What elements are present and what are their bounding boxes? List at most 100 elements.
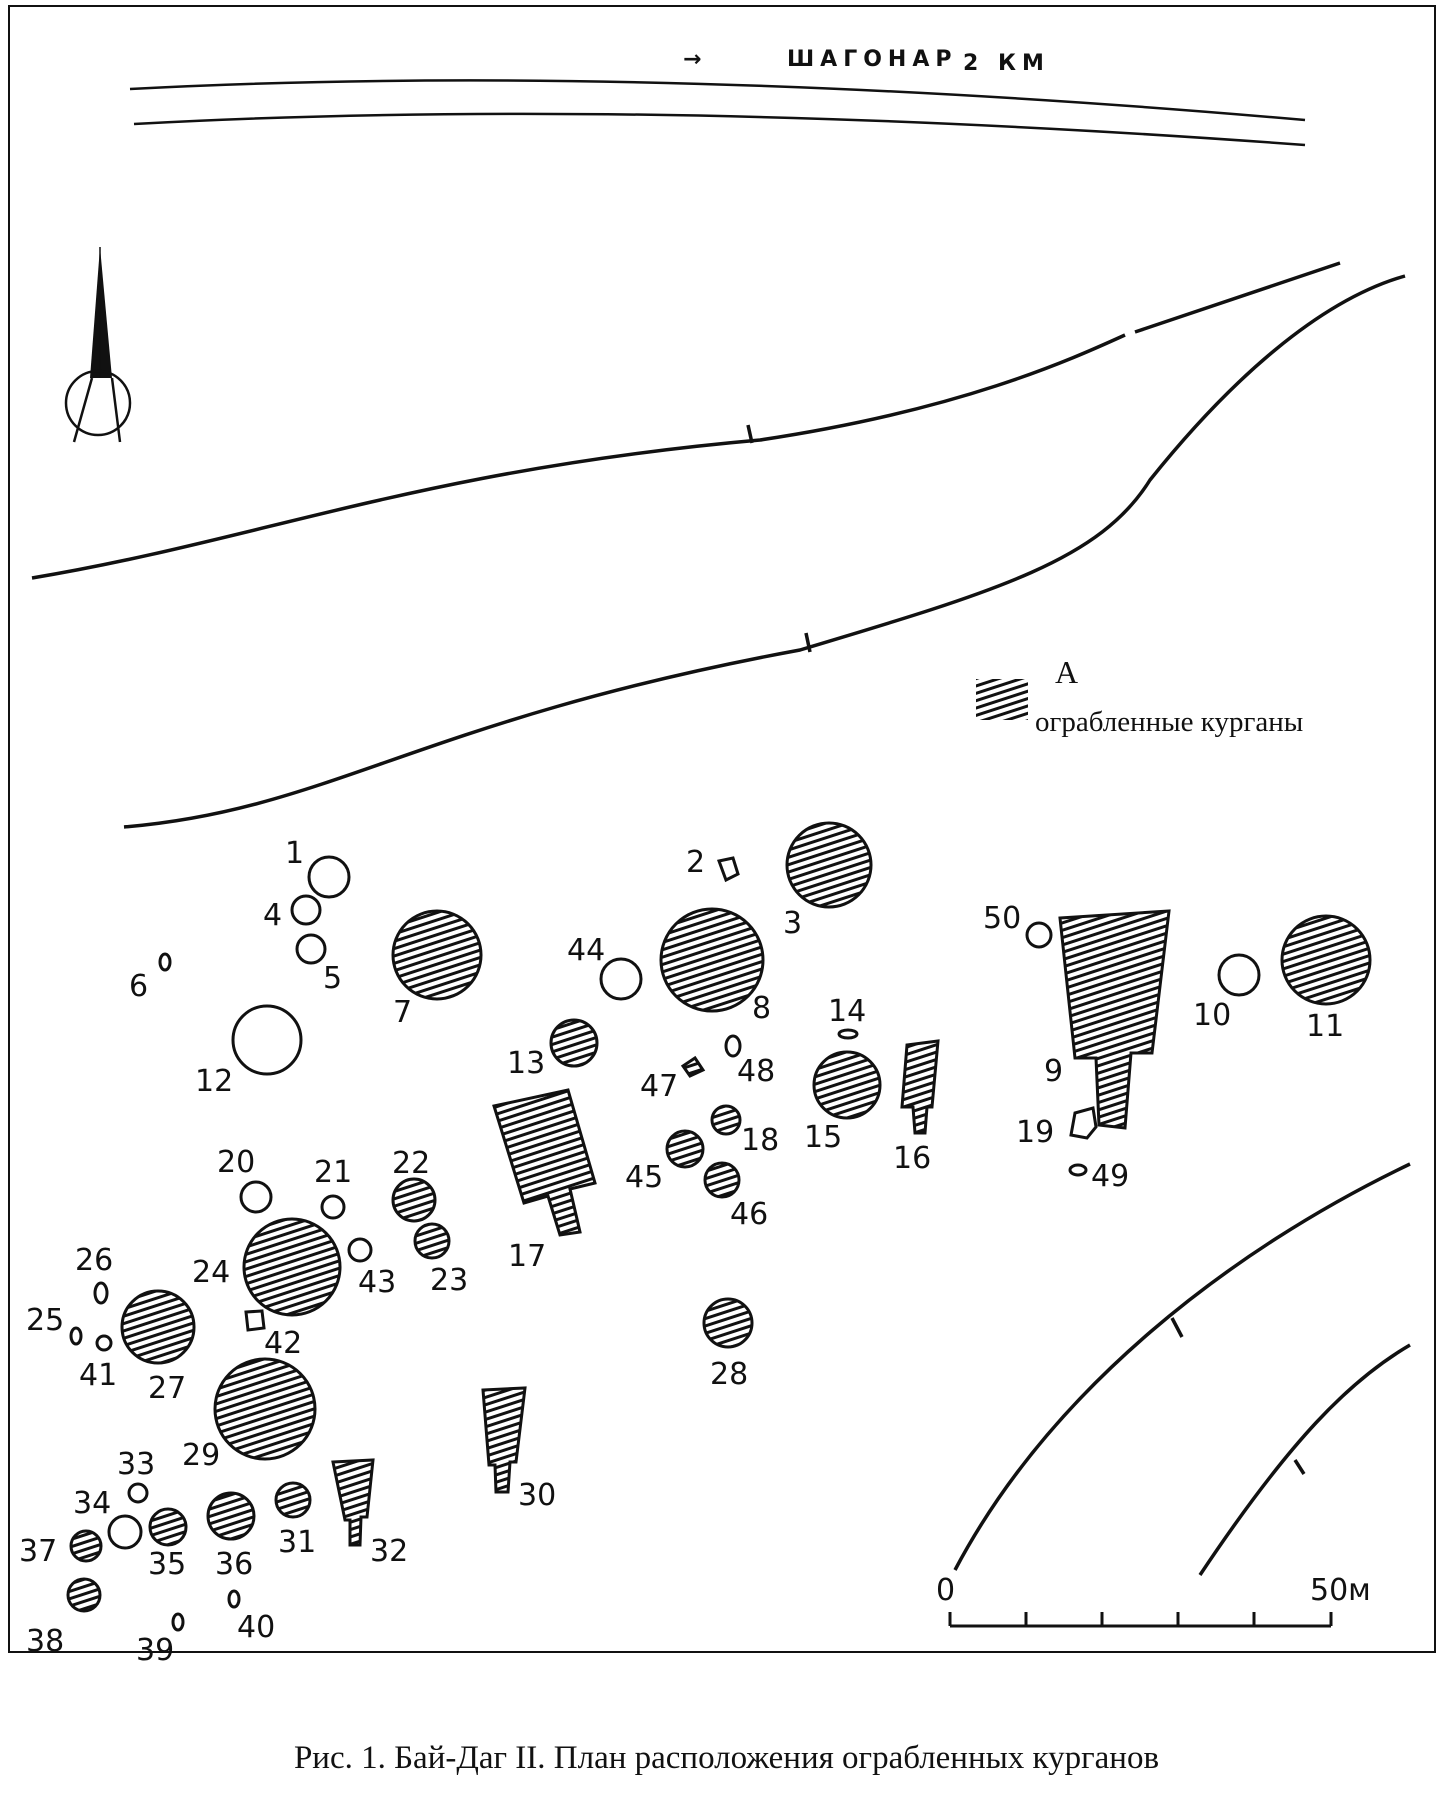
kurgan-label-23: 23 [430, 1263, 468, 1298]
kurgan-label-42: 42 [264, 1326, 302, 1361]
scale-zero-label: 0 [936, 1573, 955, 1608]
kurgan-36-robbed [206, 1491, 256, 1541]
kurgan-label-11: 11 [1306, 1009, 1344, 1044]
kurgan-9-robbed [1058, 909, 1171, 1130]
kurgan-label-10: 10 [1193, 998, 1231, 1033]
kurgan-8-robbed [659, 907, 765, 1013]
kurgan-13-robbed [549, 1018, 599, 1068]
kurgan-label-26: 26 [75, 1243, 113, 1278]
kurgan-label-30: 30 [518, 1478, 556, 1513]
kurgan-label-43: 43 [358, 1265, 396, 1300]
kurgan-22-robbed [391, 1177, 437, 1223]
kurgan-label-38: 38 [26, 1624, 64, 1659]
kurgan-label-19: 19 [1016, 1115, 1054, 1150]
kurgan-label-24: 24 [192, 1255, 230, 1290]
scale-bar [948, 1612, 1333, 1628]
kurgan-label-25: 25 [26, 1303, 64, 1338]
kurgan-2 [716, 856, 740, 883]
kurgan-15-robbed [812, 1050, 882, 1120]
kurgan-3-robbed [785, 821, 873, 909]
kurgan-17-robbed [492, 1088, 597, 1237]
kurgan-label-4: 4 [263, 898, 282, 933]
kurgan-label-41: 41 [79, 1358, 117, 1393]
kurgan-label-18: 18 [741, 1123, 779, 1158]
kurgan-6 [158, 952, 172, 972]
kurgan-label-50: 50 [983, 901, 1021, 936]
kurgan-18-robbed [710, 1104, 742, 1136]
kurgan-11-robbed [1280, 914, 1372, 1006]
north-arrow-icon [64, 247, 132, 443]
kurgan-50 [1025, 921, 1053, 949]
legend: А ограбленные курганы [976, 654, 1303, 738]
scale-end-label: 50м [1310, 1573, 1371, 1608]
kurgan-label-15: 15 [804, 1120, 842, 1155]
kurgan-20 [239, 1180, 273, 1214]
kurgan-38-robbed [66, 1577, 102, 1613]
kurgan-label-21: 21 [314, 1155, 352, 1190]
kurgan-19 [1069, 1106, 1098, 1140]
figure-caption: Рис. 1. Бай-Даг II. План расположения ог… [293, 1740, 1160, 1776]
kurgan-label-35: 35 [148, 1547, 186, 1582]
kurgan-44 [599, 957, 643, 1001]
terrain-lines [31, 261, 1411, 1576]
kurgan-label-9: 9 [1044, 1054, 1063, 1089]
kurgan-label-3: 3 [783, 906, 802, 941]
kurgan-label-7: 7 [393, 995, 412, 1030]
kurgan-label-20: 20 [217, 1145, 255, 1180]
kurgan-16-robbed [900, 1039, 940, 1135]
kurgan-label-13: 13 [507, 1046, 545, 1081]
kurgan-31-robbed [274, 1481, 312, 1519]
kurgan-label-33: 33 [117, 1447, 155, 1482]
kurgan-label-16: 16 [893, 1141, 931, 1176]
kurgan-37-robbed [69, 1529, 103, 1563]
kurgan-12 [231, 1004, 303, 1076]
kurgan-41 [95, 1334, 113, 1352]
kurgan-49 [1068, 1163, 1088, 1177]
kurgan-29-robbed [213, 1357, 317, 1461]
kurgan-label-32: 32 [370, 1534, 408, 1569]
direction-arrow: → [683, 47, 707, 72]
kurgan-label-6: 6 [129, 969, 148, 1004]
legend-label: ограбленные курганы [1035, 706, 1303, 738]
kurgan-label-36: 36 [215, 1547, 253, 1582]
kurgan-label-31: 31 [278, 1525, 316, 1560]
kurgan-35-robbed [148, 1507, 188, 1547]
kurgan-39 [171, 1612, 185, 1632]
kurgan-label-12: 12 [195, 1064, 233, 1099]
kurgan-1 [307, 855, 351, 899]
kurgan-label-45: 45 [625, 1160, 663, 1195]
kurgan-label-14: 14 [828, 994, 866, 1029]
kurgan-label-5: 5 [323, 961, 342, 996]
kurgan-28-robbed [702, 1297, 754, 1349]
kurgan-21 [320, 1194, 346, 1220]
kurgan-23-robbed [413, 1222, 451, 1260]
kurgan-30-robbed [481, 1386, 527, 1494]
kurgan-label-40: 40 [237, 1610, 275, 1645]
kurgan-shapes [66, 821, 1372, 1632]
kurgan-label-17: 17 [508, 1239, 546, 1274]
kurgan-label-29: 29 [182, 1438, 220, 1473]
kurgan-label-8: 8 [752, 991, 771, 1026]
kurgan-label-44: 44 [567, 933, 605, 968]
kurgan-46-robbed [703, 1161, 741, 1199]
kurgan-32-robbed [331, 1458, 375, 1547]
kurgan-7-robbed [391, 909, 483, 1001]
kurgan-5 [295, 933, 327, 965]
kurgan-label-48: 48 [737, 1054, 775, 1089]
kurgan-label-37: 37 [19, 1534, 57, 1569]
kurgan-14 [837, 1028, 859, 1040]
kurgan-48 [724, 1034, 742, 1058]
kurgan-27-robbed [120, 1289, 196, 1365]
kurgan-label-47: 47 [640, 1069, 678, 1104]
kurgan-25 [69, 1326, 83, 1346]
kurgan-label-49: 49 [1091, 1159, 1129, 1194]
kurgan-24-robbed [242, 1217, 342, 1317]
distance-text: 2 КМ [963, 51, 1050, 76]
legend-hatch-swatch [976, 679, 1028, 720]
kurgan-label-22: 22 [392, 1146, 430, 1181]
kurgan-40 [227, 1589, 241, 1609]
kurgan-label-28: 28 [710, 1357, 748, 1392]
kurgan-label-34: 34 [73, 1486, 111, 1521]
